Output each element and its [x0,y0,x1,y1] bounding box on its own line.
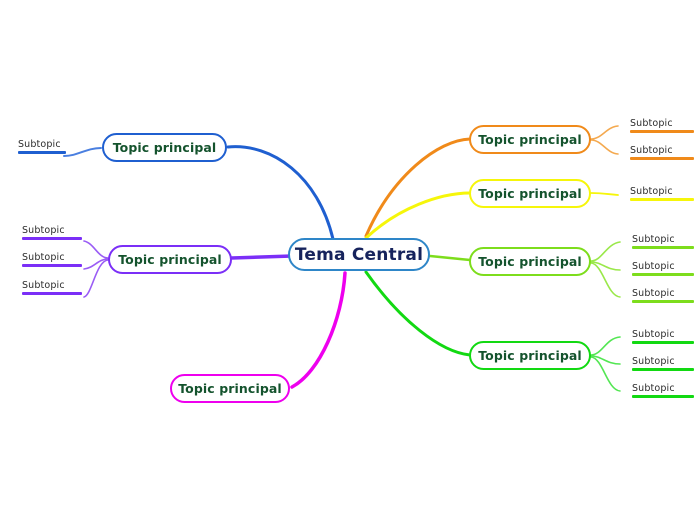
topic-node-blue[interactable]: Topic principal [102,133,227,162]
topic-label-chartreuse: Topic principal [478,254,582,269]
subtopic-blue-1[interactable]: Subtopic [18,139,66,154]
branch-line-magenta [290,271,347,389]
subtopic-orange-2-rule [630,157,694,160]
central-topic-label: Tema Central [294,244,424,265]
subtopic-chartreuse-2[interactable]: Subtopic [632,261,694,276]
topic-label-blue: Topic principal [112,140,217,155]
subtopic-yellow-1-label: Subtopic [630,186,673,197]
subtopic-chartreuse-2-label: Subtopic [632,261,675,272]
topic-label-yellow: Topic principal [478,186,582,201]
subtopic-orange-1-label: Subtopic [630,118,673,129]
subtopic-connector-green-2 [590,355,621,365]
subtopic-connector-orange-2 [590,139,619,155]
subtopic-green-1-rule [632,341,694,344]
topic-node-purple[interactable]: Topic principal [108,245,232,274]
subtopic-orange-2[interactable]: Subtopic [630,145,694,160]
subtopic-blue-1-label: Subtopic [18,139,61,150]
topic-node-yellow[interactable]: Topic principal [469,179,591,208]
topic-label-orange: Topic principal [478,132,582,147]
topic-node-magenta[interactable]: Topic principal [170,374,290,403]
central-topic-node[interactable]: Tema Central [288,238,430,271]
subtopic-orange-1-rule [630,130,694,133]
subtopic-blue-1-rule [18,151,66,154]
subtopic-connector-purple-1 [83,240,109,259]
subtopic-purple-1-label: Subtopic [22,225,65,236]
branch-line-yellow [364,191,472,240]
subtopic-connector-purple-3 [83,259,109,298]
subtopic-connector-blue-1 [63,147,102,157]
subtopic-green-3-label: Subtopic [632,383,675,394]
subtopic-green-2-rule [632,368,694,371]
subtopic-green-1[interactable]: Subtopic [632,329,694,344]
subtopic-purple-3-rule [22,292,82,295]
subtopic-green-3[interactable]: Subtopic [632,383,694,398]
topic-label-magenta: Topic principal [178,381,282,396]
topic-node-green[interactable]: Topic principal [469,341,591,370]
subtopic-green-2[interactable]: Subtopic [632,356,694,371]
subtopic-purple-1-rule [22,237,82,240]
subtopic-connector-yellow-1 [590,192,619,196]
subtopic-chartreuse-1-label: Subtopic [632,234,675,245]
subtopic-chartreuse-2-rule [632,273,694,276]
subtopic-connector-orange-1 [590,125,619,140]
subtopic-purple-2-label: Subtopic [22,252,65,263]
subtopic-yellow-1[interactable]: Subtopic [630,186,694,201]
subtopic-connector-chartreuse-2 [590,261,621,271]
subtopic-purple-2[interactable]: Subtopic [22,252,82,267]
branch-line-purple [230,254,294,260]
subtopic-green-1-label: Subtopic [632,329,675,340]
subtopic-orange-2-label: Subtopic [630,145,673,156]
subtopic-connector-chartreuse-1 [590,241,621,262]
subtopic-purple-3-label: Subtopic [22,280,65,291]
topic-node-orange[interactable]: Topic principal [469,125,591,154]
subtopic-yellow-1-rule [630,198,694,201]
subtopic-orange-1[interactable]: Subtopic [630,118,694,133]
subtopic-chartreuse-3-rule [632,300,694,303]
topic-label-green: Topic principal [478,348,582,363]
branch-line-blue [226,145,335,241]
branch-line-orange [364,137,472,238]
subtopic-chartreuse-1-rule [632,246,694,249]
subtopic-chartreuse-3[interactable]: Subtopic [632,288,694,303]
subtopic-green-2-label: Subtopic [632,356,675,367]
branch-line-green [364,270,472,357]
subtopic-chartreuse-1[interactable]: Subtopic [632,234,694,249]
subtopic-purple-1[interactable]: Subtopic [22,225,82,240]
subtopic-connector-chartreuse-3 [590,262,621,298]
subtopic-connector-purple-2 [83,258,109,270]
topic-node-chartreuse[interactable]: Topic principal [469,247,591,276]
subtopic-connector-green-1 [590,336,621,356]
subtopic-chartreuse-3-label: Subtopic [632,288,675,299]
subtopic-connector-green-3 [590,356,621,392]
branch-line-chartreuse [428,254,472,262]
subtopic-green-3-rule [632,395,694,398]
subtopic-purple-2-rule [22,264,82,267]
subtopic-purple-3[interactable]: Subtopic [22,280,82,295]
topic-label-purple: Topic principal [118,252,222,267]
